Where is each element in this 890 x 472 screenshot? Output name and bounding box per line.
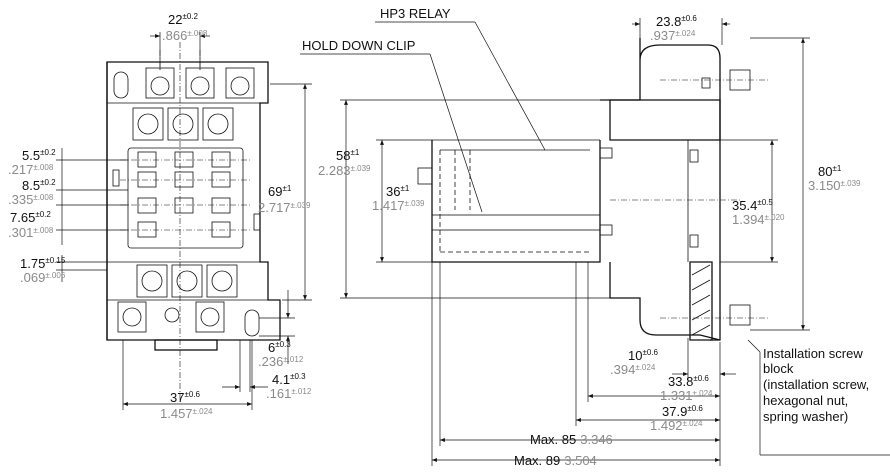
- dim-33-8-in: 1.331±.024: [660, 388, 713, 403]
- text-layer: HP3 RELAY HOLD DOWN CLIP Installation sc…: [8, 6, 869, 468]
- dim-58-in: 2.283±.039: [318, 163, 371, 178]
- label-installation-3: (installation screw,: [763, 377, 869, 392]
- lower-terminals: [136, 264, 238, 298]
- top-terminals: [145, 67, 255, 99]
- label-installation-2: block: [763, 361, 794, 376]
- dim-80-mm: 80±1: [818, 164, 842, 179]
- label-hp3-relay: HP3 RELAY: [380, 6, 451, 21]
- dim-8-5-mm: 8.5±0.2: [22, 178, 56, 193]
- dim-80-in: 3.150±.039: [808, 178, 861, 193]
- clamp-hatch: [689, 261, 713, 341]
- pin-grid: [120, 147, 250, 249]
- dim-6-in: .236±.012: [258, 354, 304, 369]
- dim-37-mm: 37±0.6: [170, 390, 201, 405]
- dim-6-mm: 6±0.3: [268, 340, 291, 355]
- upper-terminals: [132, 107, 234, 141]
- dim-69-in: 2.717±.039: [258, 200, 311, 215]
- dim-7-65-in: .301±.008: [8, 225, 54, 240]
- dim-1-75-mm: 1.75±0.15: [20, 256, 66, 271]
- label-installation-5: spring washer): [763, 409, 848, 424]
- dim-5-5-mm: 5.5±0.2: [22, 148, 56, 163]
- dim-36-in: 1.417±.039: [372, 198, 425, 213]
- dim-33-8-mm: 33.8±0.6: [668, 374, 709, 389]
- dim-69-mm: 69±1: [268, 184, 292, 199]
- dim-22-mm: 22±0.2: [168, 12, 199, 27]
- dim-37-9-in: 1.492±.024: [650, 418, 703, 433]
- dim-10-mm: 10±0.6: [628, 348, 659, 363]
- dim-23-8-in: .937±.024: [650, 28, 696, 43]
- dim-7-65-mm: 7.65±0.2: [10, 210, 51, 225]
- dim-1-75-in: .069±.006: [20, 270, 66, 285]
- dim-22-in: .866±.008: [162, 28, 208, 43]
- dim-37-in: 1.457±.024: [160, 406, 213, 421]
- dim-4-1-in: .161±.012: [266, 386, 312, 401]
- dim-10-in: .394±.024: [610, 362, 656, 377]
- dim-4-1-mm: 4.1±0.3: [272, 372, 306, 387]
- dim-23-8-mm: 23.8±0.6: [656, 14, 697, 29]
- dim-58-mm: 58±1: [336, 148, 360, 163]
- dim-35-4-mm: 35.4±0.5: [732, 198, 773, 213]
- dim-35-4-in: 1.394±.020: [732, 212, 785, 227]
- dim-5-5-in: .217±.008: [8, 162, 54, 177]
- dim-37-9-mm: 37.9±0.6: [662, 404, 703, 419]
- dim-8-5-in: .335±.008: [8, 192, 54, 207]
- label-installation-4: hexagonal nut,: [763, 393, 848, 408]
- label-hold-down-clip: HOLD DOWN CLIP: [302, 38, 415, 53]
- dim-36-mm: 36±1: [386, 184, 410, 199]
- side-view: [300, 18, 890, 466]
- front-view: [56, 32, 312, 410]
- bottom-terminals: [117, 301, 225, 333]
- label-installation-1: Installation screw: [763, 346, 863, 361]
